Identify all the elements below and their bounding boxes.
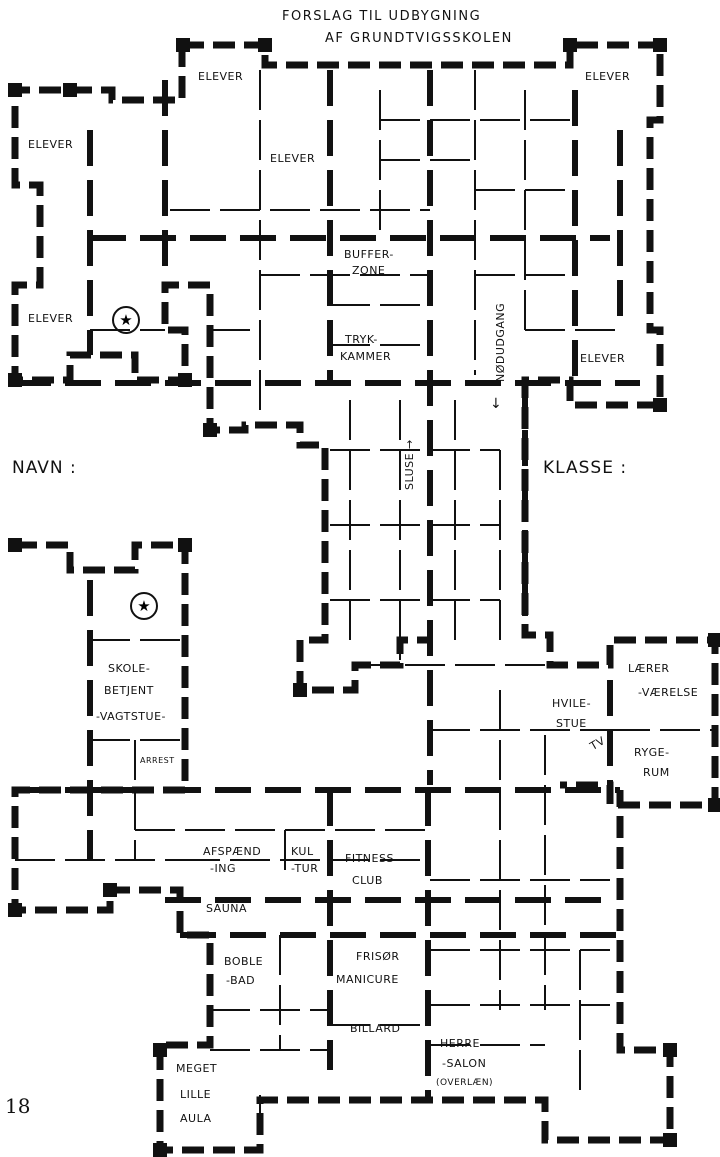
- room-elever-right-lower: ELEVER: [580, 352, 626, 365]
- partition-lines: [15, 70, 715, 1150]
- room-rygerum-line-1: RYGE-: [634, 746, 670, 759]
- title-line-1: FORSLAG TIL UDBYGNING: [282, 9, 482, 24]
- room-fitness-line-1: FITNESS: [345, 852, 394, 865]
- room-arrest: ARREST: [140, 756, 175, 765]
- room-rygerum-line-2: RUM: [643, 766, 670, 779]
- room-aula-line-1: MEGET: [176, 1062, 218, 1075]
- title-line-2: AF GRUNDTVIGSSKOLEN: [325, 31, 513, 46]
- room-billard: BILLARD: [350, 1022, 401, 1035]
- room-kultur-line-1: KUL: [291, 845, 314, 858]
- name-field-label: NAVN :: [12, 458, 77, 478]
- room-skolebetjent-line-3: -VAGTSTUE-: [96, 710, 167, 723]
- lower-outer-wall: [11, 541, 674, 1154]
- room-hvilestue-line-1: HVILE-: [552, 697, 592, 710]
- room-boblebad-line-1: BOBLE: [224, 955, 264, 968]
- room-sauna: SAUNA: [206, 902, 248, 915]
- corner-blocks: [8, 38, 720, 1157]
- room-herresalon-line-1: HERRE: [440, 1037, 480, 1050]
- star-icon: ★: [112, 306, 140, 334]
- room-elever-center: ELEVER: [270, 152, 316, 165]
- class-field-label: KLASSE :: [543, 458, 628, 478]
- room-frisoer-line-2: MANICURE: [336, 973, 399, 986]
- room-fitness-line-2: CLUB: [352, 874, 383, 887]
- room-herresalon-line-2: -SALON: [442, 1057, 487, 1070]
- room-skolebetjent-line-2: BETJENT: [104, 684, 154, 697]
- star-icon: ★: [130, 592, 158, 620]
- room-trykkammer-line-1: TRYK-: [345, 333, 378, 346]
- upper-left-wall: [11, 45, 430, 694]
- room-elever-top-right: ELEVER: [585, 70, 631, 83]
- room-frisoer-line-1: FRISØR: [356, 950, 400, 963]
- room-laerer-line-1: LÆRER: [628, 662, 670, 675]
- room-elever-top-left: ELEVER: [198, 70, 244, 83]
- room-elever-left-upper: ELEVER: [28, 138, 74, 151]
- room-afspaending-line-1: AFSPÆND: [203, 845, 262, 858]
- room-laerer-line-2: -VÆRELSE: [638, 686, 699, 699]
- room-aula-line-3: AULA: [180, 1112, 212, 1125]
- interior-walls: [15, 70, 640, 1100]
- room-bufferzone-line-1: BUFFER-: [344, 248, 394, 261]
- room-herresalon-line-3: (OVERLÆN): [436, 1078, 494, 1088]
- room-afspaending-line-2: -ING: [210, 862, 236, 875]
- room-aula-line-2: LILLE: [180, 1088, 212, 1101]
- page-number: 18: [5, 1094, 31, 1118]
- room-skolebetjent-line-1: SKOLE-: [108, 662, 151, 675]
- room-bufferzone-line-2: ZONE: [352, 264, 386, 277]
- room-hvilestue-line-2: STUE: [556, 717, 587, 730]
- room-trykkammer-line-2: KAMMER: [340, 350, 392, 363]
- arrow-down-icon: ↓: [490, 396, 503, 412]
- label-noedudgang: NØDUDGANG: [494, 302, 507, 382]
- label-sluse: SLUSE →: [403, 439, 416, 490]
- room-kultur-line-2: -TUR: [291, 862, 319, 875]
- room-boblebad-line-2: -BAD: [226, 974, 256, 987]
- room-elever-left-lower: ELEVER: [28, 312, 74, 325]
